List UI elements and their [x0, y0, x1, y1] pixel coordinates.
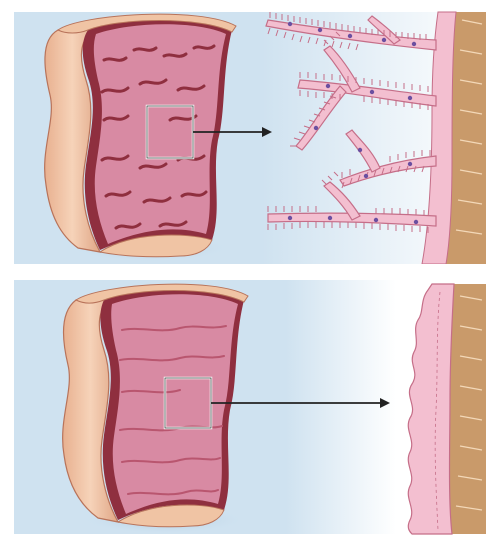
top-intestine-segment — [45, 14, 236, 257]
bottom-intestine-segment — [63, 284, 248, 527]
top-mucosa-light — [94, 24, 226, 244]
bottom-flat-mucosa-detail — [408, 284, 486, 534]
top-panel — [14, 12, 486, 264]
bottom-panel — [14, 280, 486, 534]
panel-divider — [14, 264, 486, 280]
